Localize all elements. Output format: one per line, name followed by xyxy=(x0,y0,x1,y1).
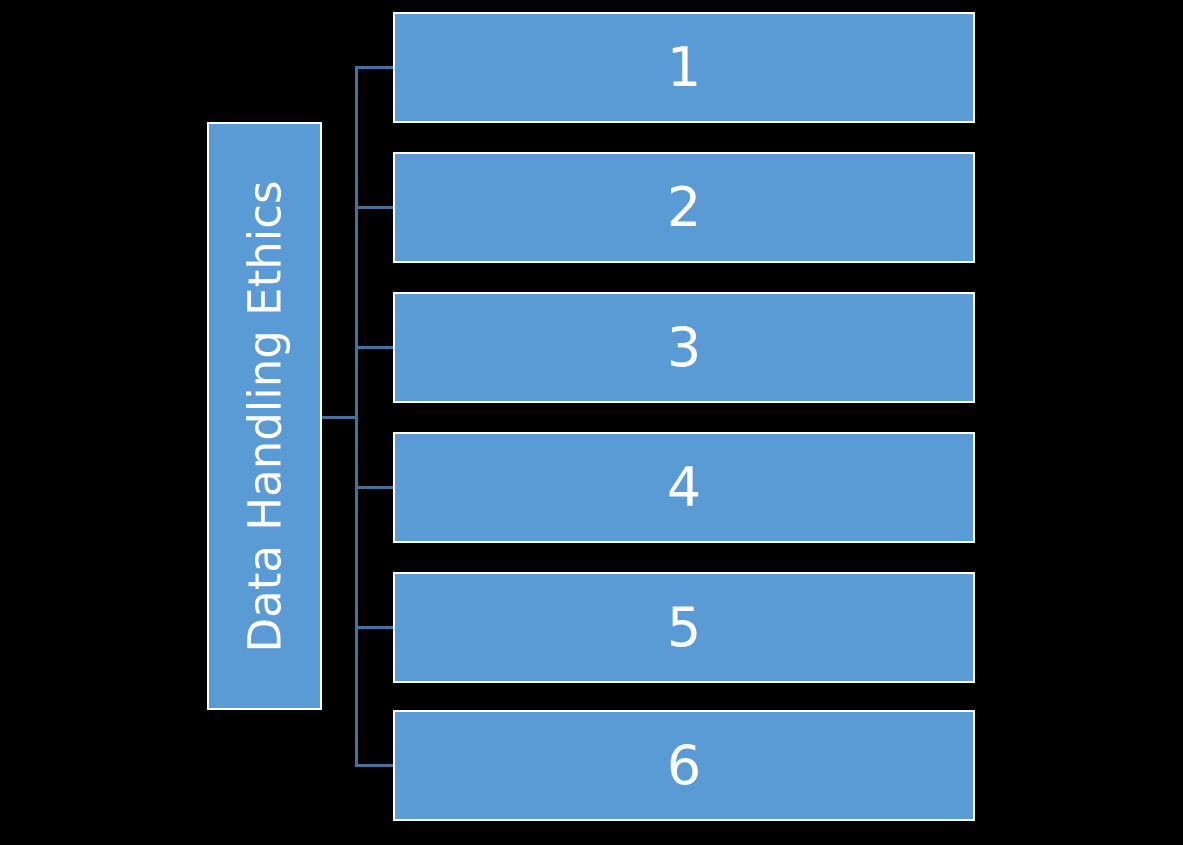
connector-branch-line xyxy=(355,486,395,489)
root-node-data-handling-ethics: Data Handling Ethics xyxy=(207,122,322,710)
child-node-label: 4 xyxy=(666,456,702,519)
connector-branch-line xyxy=(355,626,395,629)
child-node-5: 5 xyxy=(393,572,975,683)
child-node-label: 5 xyxy=(666,596,702,659)
child-node-1: 1 xyxy=(393,12,975,123)
child-node-4: 4 xyxy=(393,432,975,543)
root-node-label: Data Handling Ethics xyxy=(238,180,291,652)
child-node-2: 2 xyxy=(393,152,975,263)
child-node-label: 1 xyxy=(666,36,702,99)
connector-branch-line xyxy=(355,764,395,767)
child-node-label: 2 xyxy=(666,176,702,239)
child-node-6: 6 xyxy=(393,710,975,821)
connector-branch-line xyxy=(355,66,395,69)
child-node-3: 3 xyxy=(393,292,975,403)
connector-trunk-line xyxy=(355,66,358,767)
connector-branch-line xyxy=(355,206,395,209)
connector-branch-line xyxy=(355,346,395,349)
connector-root-line xyxy=(321,416,355,419)
child-node-label: 3 xyxy=(666,316,702,379)
child-node-label: 6 xyxy=(666,734,702,797)
